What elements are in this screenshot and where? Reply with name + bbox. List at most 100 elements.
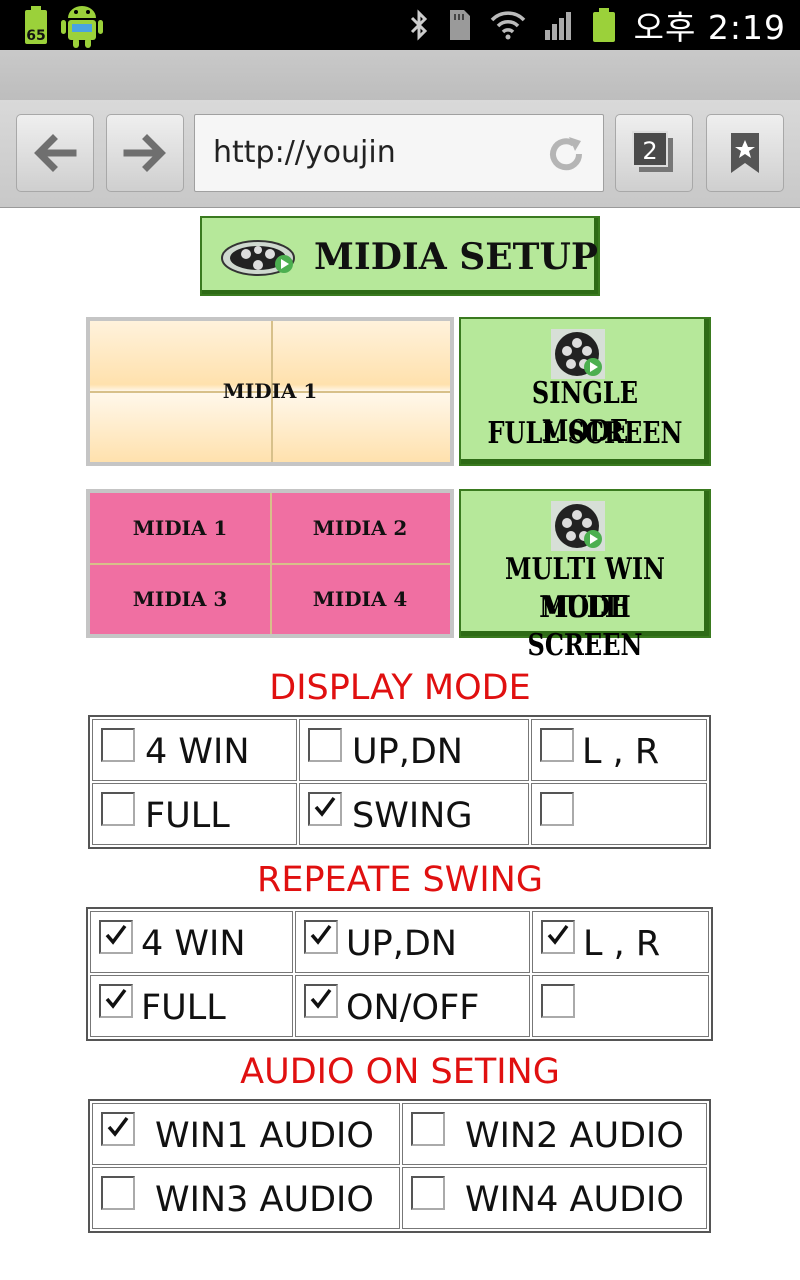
mode-line-2: FULL SCREEN xyxy=(487,416,683,451)
option-4-win[interactable]: 4 WIN xyxy=(90,911,293,973)
option-label: UP,DN xyxy=(352,732,463,772)
check-mark-icon xyxy=(105,924,127,945)
option-empty[interactable] xyxy=(532,975,709,1037)
option-label: WIN3 AUDIO xyxy=(155,1180,374,1220)
checkbox[interactable] xyxy=(411,1112,445,1146)
single-screen-preview: MIDIA 1 xyxy=(86,317,454,466)
url-text[interactable]: http://youjin xyxy=(213,135,396,170)
option-label: 4 WIN xyxy=(141,924,246,964)
option-label: WIN1 AUDIO xyxy=(155,1116,374,1156)
film-reel-icon xyxy=(551,501,605,555)
check-mark-icon xyxy=(310,988,332,1009)
option-win2-audio[interactable]: WIN2 AUDIO xyxy=(402,1103,707,1165)
tabs-button[interactable]: 2 xyxy=(615,114,693,192)
preview-divider xyxy=(90,391,450,393)
repeate-swing-table: 4 WIN UP,DN L , R FULL ON/OFF xyxy=(86,907,713,1041)
multi-screen-preview: MIDIA 1 MIDIA 2 MIDIA 3 MIDIA 4 xyxy=(86,489,454,638)
checkbox[interactable] xyxy=(304,984,338,1018)
checkbox[interactable] xyxy=(99,920,133,954)
option-label: 4 WIN xyxy=(145,732,250,772)
browser-title-strip xyxy=(0,50,800,100)
battery-small-icon: 65 xyxy=(24,6,48,44)
checkbox[interactable] xyxy=(541,920,575,954)
forward-button[interactable] xyxy=(106,114,184,192)
option-full[interactable]: FULL xyxy=(90,975,293,1037)
preview-quadrant-2: MIDIA 2 xyxy=(312,516,408,541)
mode-line-2: MULTI SCREEN xyxy=(527,590,643,663)
forward-arrow-icon xyxy=(123,134,166,172)
check-mark-icon xyxy=(107,1116,129,1137)
sd-card-icon xyxy=(448,8,472,42)
option-l-r[interactable]: L , R xyxy=(531,719,707,781)
option-on-off[interactable]: ON/OFF xyxy=(295,975,530,1037)
checkbox[interactable] xyxy=(308,728,342,762)
option-swing[interactable]: SWING xyxy=(299,783,529,845)
mode-line-1: SINGLE MODE xyxy=(531,376,639,449)
option-empty[interactable] xyxy=(531,783,707,845)
option-win4-audio[interactable]: WIN4 AUDIO xyxy=(402,1167,707,1229)
option-win1-audio[interactable]: WIN1 AUDIO xyxy=(92,1103,400,1165)
option-up-dn[interactable]: UP,DN xyxy=(299,719,529,781)
option-label: SWING xyxy=(352,796,473,836)
display-mode-title: DISPLAY MODE xyxy=(269,668,531,708)
tabs-icon: 2 xyxy=(632,131,673,172)
preview-quadrant-1: MIDIA 1 xyxy=(132,516,228,541)
audio-on-seting-table: WIN1 AUDIO WIN2 AUDIO WIN3 AUDIO WIN4 AU… xyxy=(88,1099,711,1233)
bookmark-button[interactable] xyxy=(706,114,784,192)
checkbox[interactable] xyxy=(101,1176,135,1210)
status-time: 오후 2:19 xyxy=(633,8,786,47)
audio-on-seting-title: AUDIO ON SETING xyxy=(240,1052,560,1092)
option-up-dn[interactable]: UP,DN xyxy=(295,911,530,973)
midia-setup-label: MIDIA SETUP xyxy=(314,236,598,278)
option-label: WIN4 AUDIO xyxy=(465,1180,684,1220)
bookmark-icon xyxy=(731,133,759,173)
option-label: FULL xyxy=(141,988,226,1028)
option-label: ON/OFF xyxy=(346,988,480,1028)
check-mark-icon xyxy=(310,924,332,945)
checkbox[interactable] xyxy=(541,984,575,1018)
option-label: WIN2 AUDIO xyxy=(465,1116,684,1156)
option-label: FULL xyxy=(145,796,230,836)
display-mode-table: 4 WIN UP,DN L , R FULL SWING xyxy=(88,715,711,849)
check-mark-icon xyxy=(105,988,127,1009)
checkbox[interactable] xyxy=(101,792,135,826)
signal-icon xyxy=(544,10,574,40)
status-bar: 65 오후 2:19 xyxy=(0,0,800,50)
checkbox[interactable] xyxy=(304,920,338,954)
option-label: L , R xyxy=(583,924,661,964)
option-4-win[interactable]: 4 WIN xyxy=(92,719,297,781)
tabs-count: 2 xyxy=(642,137,657,165)
option-label: UP,DN xyxy=(346,924,457,964)
battery-icon xyxy=(592,8,616,42)
preview-label: MIDIA 1 xyxy=(222,379,318,403)
multi-win-mode-button[interactable]: MULTI WIN MODE MULTI SCREEN xyxy=(459,489,711,663)
back-arrow-icon xyxy=(34,134,77,172)
single-mode-button[interactable]: SINGLE MODE FULL SCREEN xyxy=(459,317,711,466)
bluetooth-icon xyxy=(408,9,430,41)
android-icon xyxy=(58,0,106,50)
option-l-r[interactable]: L , R xyxy=(532,911,709,973)
midia-setup-button[interactable]: MIDIA SETUP xyxy=(200,216,600,296)
reload-icon[interactable] xyxy=(545,133,587,179)
preview-quadrant-4: MIDIA 4 xyxy=(312,586,408,611)
film-reel-icon xyxy=(220,238,300,282)
checkbox[interactable] xyxy=(540,728,574,762)
wifi-icon xyxy=(490,10,526,40)
preview-quadrant-3: MIDIA 3 xyxy=(132,586,228,611)
check-mark-icon xyxy=(547,924,569,945)
film-reel-icon xyxy=(551,329,605,383)
option-win3-audio[interactable]: WIN3 AUDIO xyxy=(92,1167,400,1229)
url-bar[interactable]: http://youjin xyxy=(194,114,604,192)
checkbox[interactable] xyxy=(101,728,135,762)
option-full[interactable]: FULL xyxy=(92,783,297,845)
checkbox[interactable] xyxy=(540,792,574,826)
checkbox[interactable] xyxy=(308,792,342,826)
preview-divider xyxy=(90,563,450,565)
repeate-swing-title: REPEATE SWING xyxy=(257,860,543,900)
back-button[interactable] xyxy=(16,114,94,192)
checkbox[interactable] xyxy=(411,1176,445,1210)
checkbox[interactable] xyxy=(99,984,133,1018)
checkbox[interactable] xyxy=(101,1112,135,1146)
check-mark-icon xyxy=(314,796,336,817)
battery-level-badge: 65 xyxy=(26,28,45,44)
